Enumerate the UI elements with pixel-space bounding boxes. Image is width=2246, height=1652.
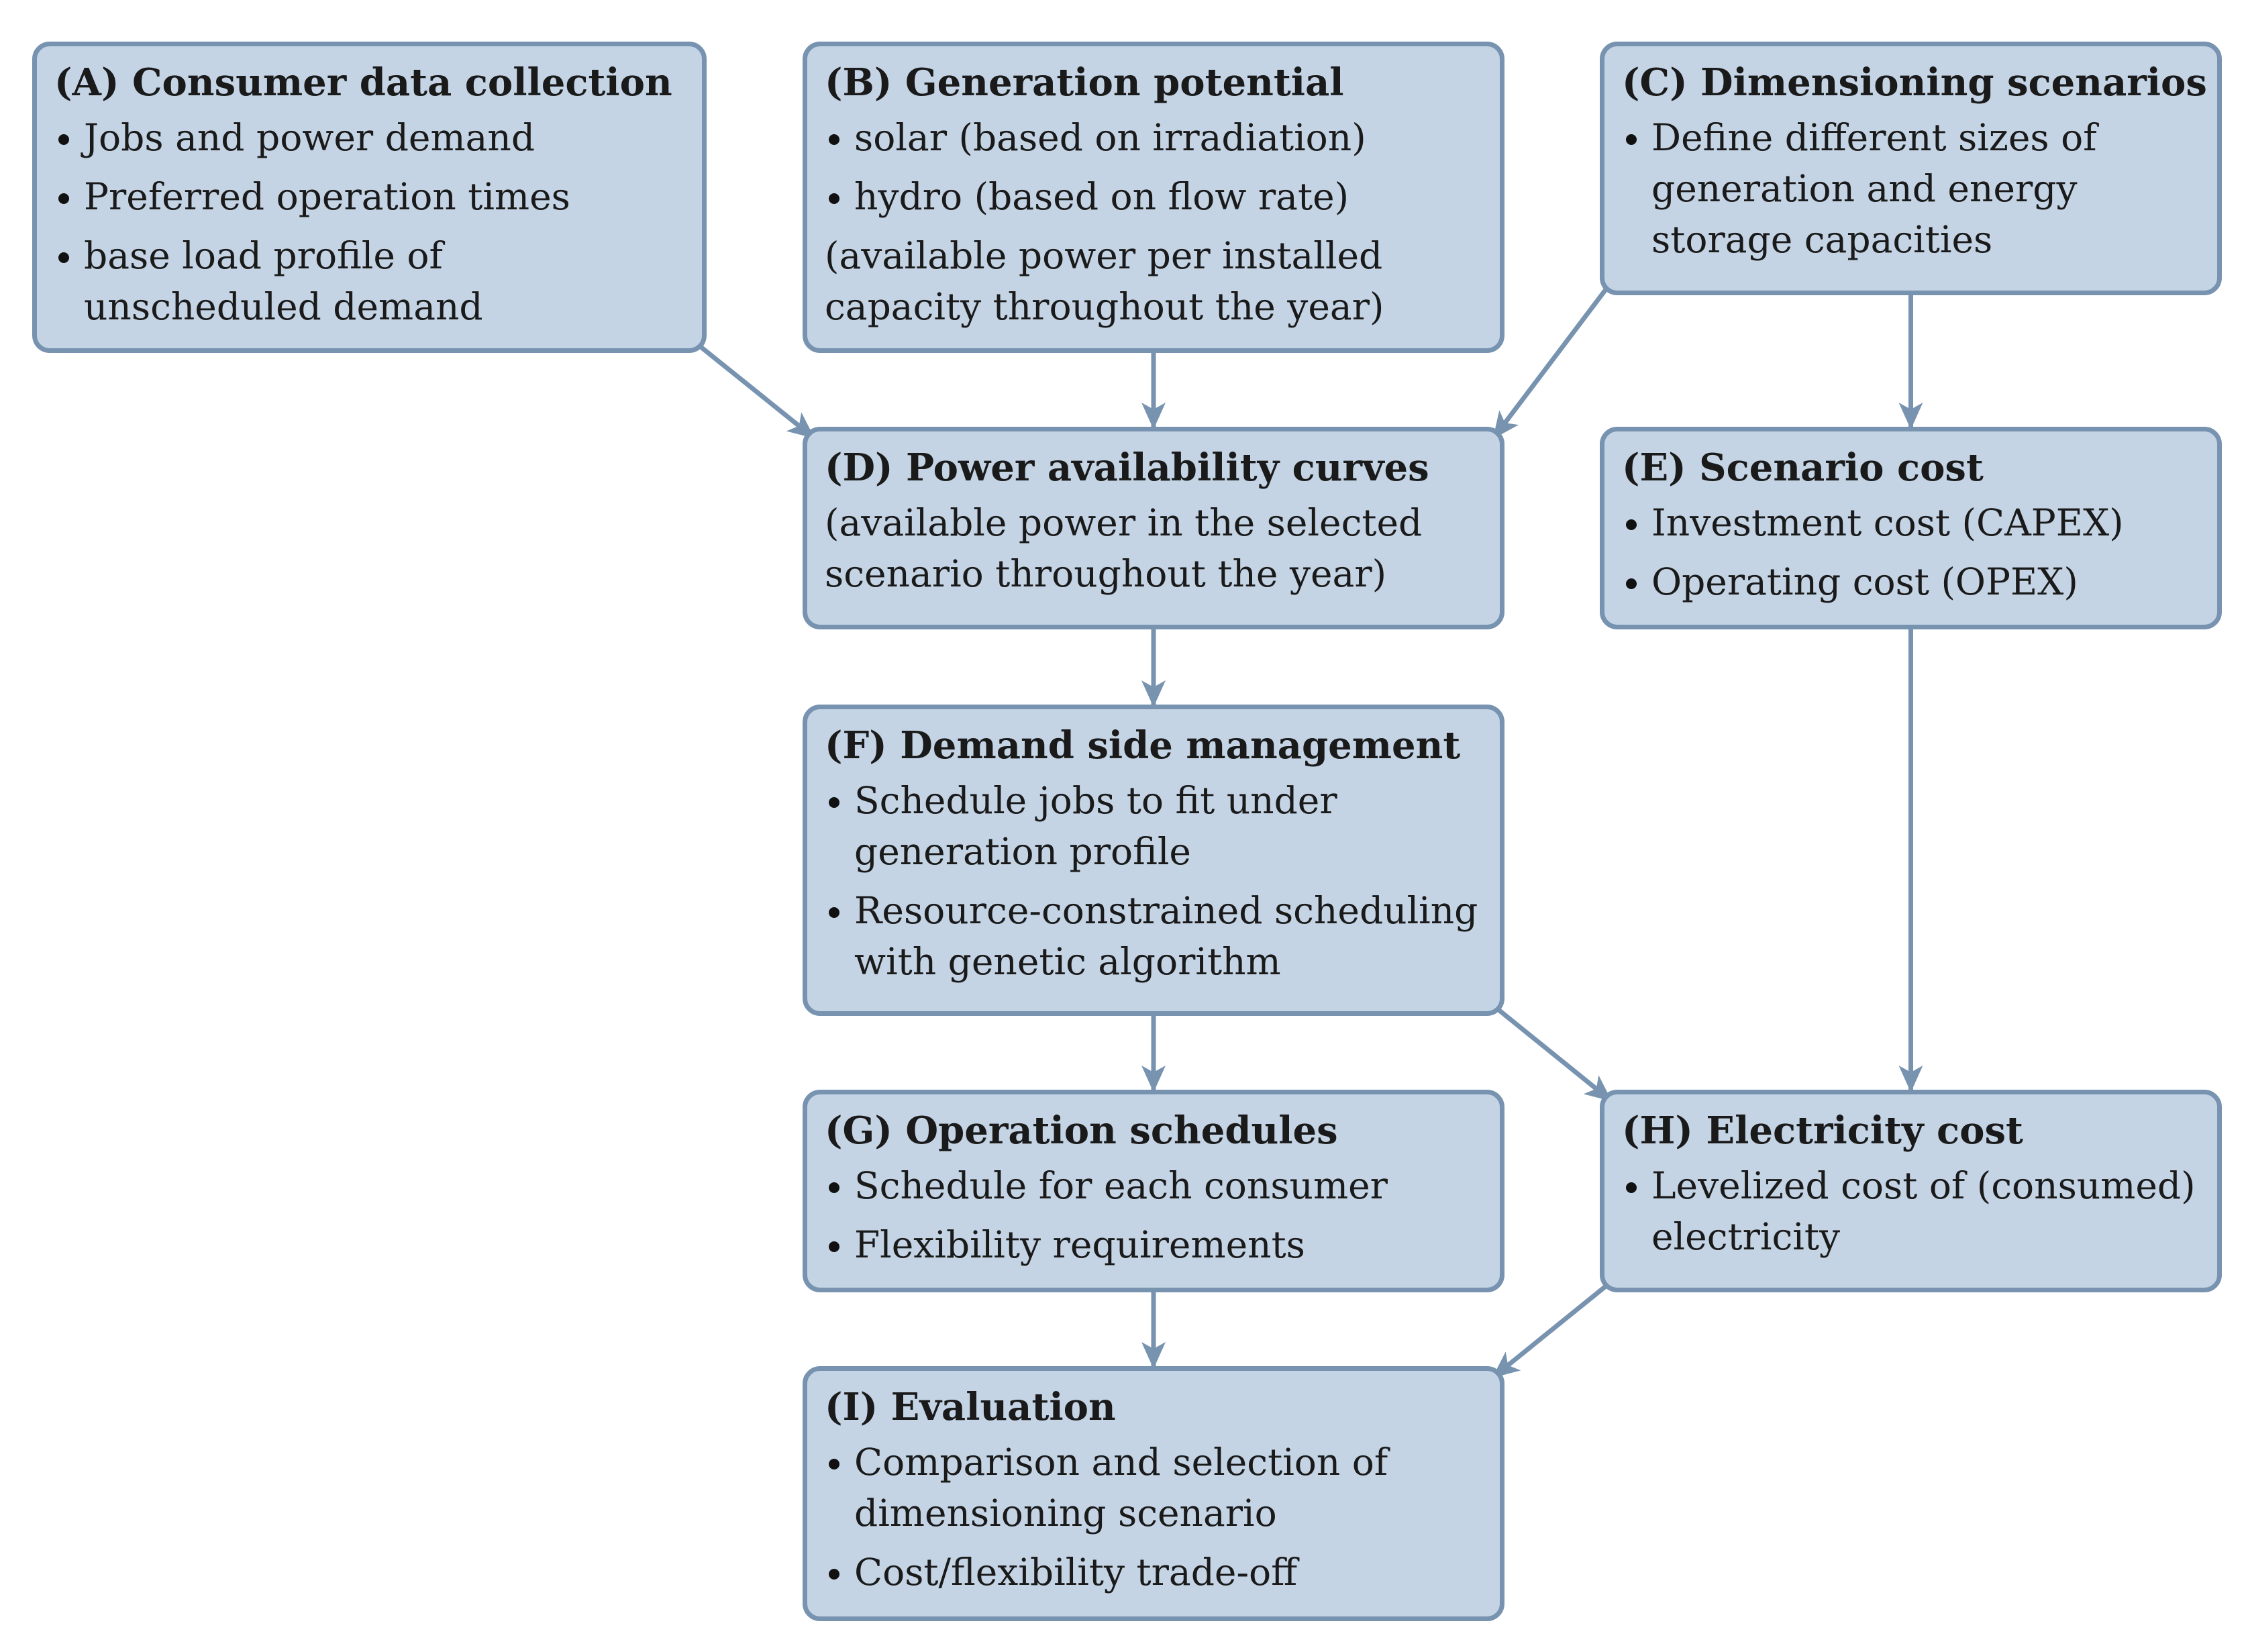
arrow-h-to-i xyxy=(1492,1284,1609,1378)
node-title: (C) Dimensioning scenarios xyxy=(1622,60,2207,105)
bullet-list: Levelized cost of (consumed) electricity xyxy=(1622,1160,2200,1262)
bullet-item: Resource-constrained scheduling with gen… xyxy=(825,885,1482,987)
bullet-item: Schedule jobs to fit under generation pr… xyxy=(825,775,1482,877)
bullet-item: Schedule for each consumer xyxy=(825,1160,1482,1211)
bullet-list: Jobs and power demand Preferred operatio… xyxy=(54,112,684,332)
bullet-item: solar (based on irradiation) xyxy=(825,112,1482,163)
bullet-item: Investment cost (CAPEX) xyxy=(1622,497,2200,548)
node-title: (I) Evaluation xyxy=(825,1385,1116,1429)
node-evaluation: (I) Evaluation Comparison and selection … xyxy=(803,1366,1504,1621)
node-title: (F) Demand side management xyxy=(825,723,1461,768)
node-operation-schedules: (G) Operation schedules Schedule for eac… xyxy=(803,1090,1504,1292)
node-electricity-cost: (H) Electricity cost Levelized cost of (… xyxy=(1600,1090,2222,1292)
bullet-list: solar (based on irradiation) hydro (base… xyxy=(825,112,1482,222)
bullet-list: Comparison and selection of dimensioning… xyxy=(825,1437,1482,1598)
bullet-item: Define different sizes of generation and… xyxy=(1622,112,2200,265)
bullet-item: Jobs and power demand xyxy=(54,112,684,163)
bullet-item: Operating cost (OPEX) xyxy=(1622,556,2200,607)
bullet-item: hydro (based on flow rate) xyxy=(825,171,1482,222)
bullet-list: Define different sizes of generation and… xyxy=(1622,112,2200,265)
node-title: (B) Generation potential xyxy=(825,60,1344,105)
node-consumer-data-collection: (A) Consumer data collection Jobs and po… xyxy=(32,42,707,353)
arrow-f-to-h xyxy=(1496,1007,1613,1102)
bullet-item: Flexibility requirements xyxy=(825,1219,1482,1270)
bullet-item: base load profile of unscheduled demand xyxy=(54,230,684,332)
bullet-item: Cost/flexibility trade-off xyxy=(825,1547,1482,1598)
arrow-c-to-d xyxy=(1492,287,1609,440)
node-title: (A) Consumer data collection xyxy=(54,60,672,105)
node-demand-side-management: (F) Demand side management Schedule jobs… xyxy=(803,705,1504,1016)
node-title: (D) Power availability curves xyxy=(825,446,1429,490)
node-generation-potential: (B) Generation potential solar (based on… xyxy=(803,42,1504,353)
node-dimensioning-scenarios: (C) Dimensioning scenarios Define differ… xyxy=(1600,42,2222,295)
node-title: (H) Electricity cost xyxy=(1622,1108,2023,1153)
bullet-list: Investment cost (CAPEX) Operating cost (… xyxy=(1622,497,2200,607)
node-scenario-cost: (E) Scenario cost Investment cost (CAPEX… xyxy=(1600,427,2222,629)
arrow-a-to-d xyxy=(698,344,815,439)
bullet-list: Schedule for each consumer Flexibility r… xyxy=(825,1160,1482,1270)
bullet-item: Levelized cost of (consumed) electricity xyxy=(1622,1160,2200,1262)
bullet-item: Preferred operation times xyxy=(54,171,684,222)
bullet-list: Schedule jobs to fit under generation pr… xyxy=(825,775,1482,987)
node-title: (G) Operation schedules xyxy=(825,1108,1338,1153)
node-power-availability-curves: (D) Power availability curves (available… xyxy=(803,427,1504,629)
bullet-item: Comparison and selection of dimensioning… xyxy=(825,1437,1482,1539)
node-note: (available power in the selected scenari… xyxy=(825,501,1423,595)
node-note: (available power per installed capacity … xyxy=(825,234,1384,328)
node-title: (E) Scenario cost xyxy=(1622,446,1984,490)
